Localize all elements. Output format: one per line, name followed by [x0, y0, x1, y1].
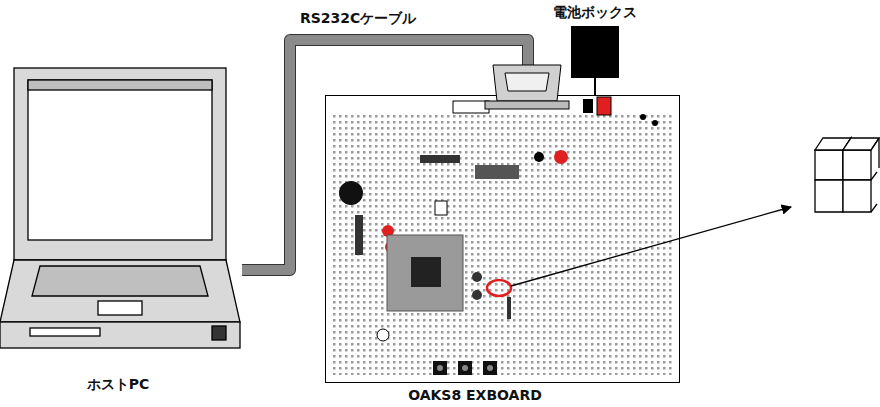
board-drawing: [326, 65, 792, 383]
jumper-block: [815, 138, 879, 212]
laptop-drawing: [0, 68, 240, 348]
node-label: 電池ボックス: [551, 4, 639, 21]
node-label: ホストPC: [85, 376, 152, 393]
node-label: OAKS8 EXBOARD: [406, 387, 544, 404]
power-wire: [595, 78, 596, 95]
battery-box: [571, 26, 619, 78]
battery-box: 電池ボックス: [545, 2, 645, 78]
board-drawing: [325, 95, 680, 383]
board: OAKS8 EXBOARD: [325, 95, 680, 405]
leader-arrow: [511, 207, 791, 286]
laptop: ホストPC: [0, 60, 242, 395]
laptop-drawing: [0, 60, 242, 360]
cable-label: RS232Cケーブル: [298, 10, 418, 27]
